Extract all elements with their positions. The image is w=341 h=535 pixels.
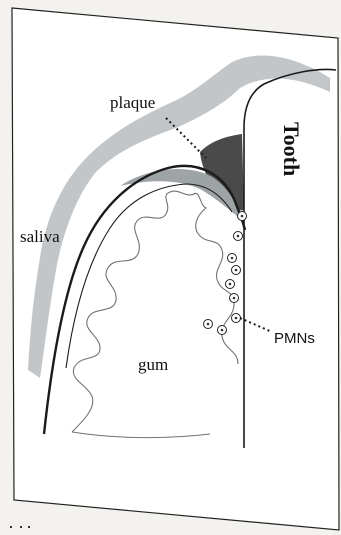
diagram-panel (12, 8, 339, 530)
pmns-label: PMNs (274, 330, 315, 347)
tooth-label: Tooth (279, 122, 304, 176)
saliva-label: saliva (20, 227, 60, 246)
scan-marks (10, 526, 30, 528)
plaque-label: plaque (110, 93, 155, 112)
gum-label: gum (138, 355, 168, 374)
